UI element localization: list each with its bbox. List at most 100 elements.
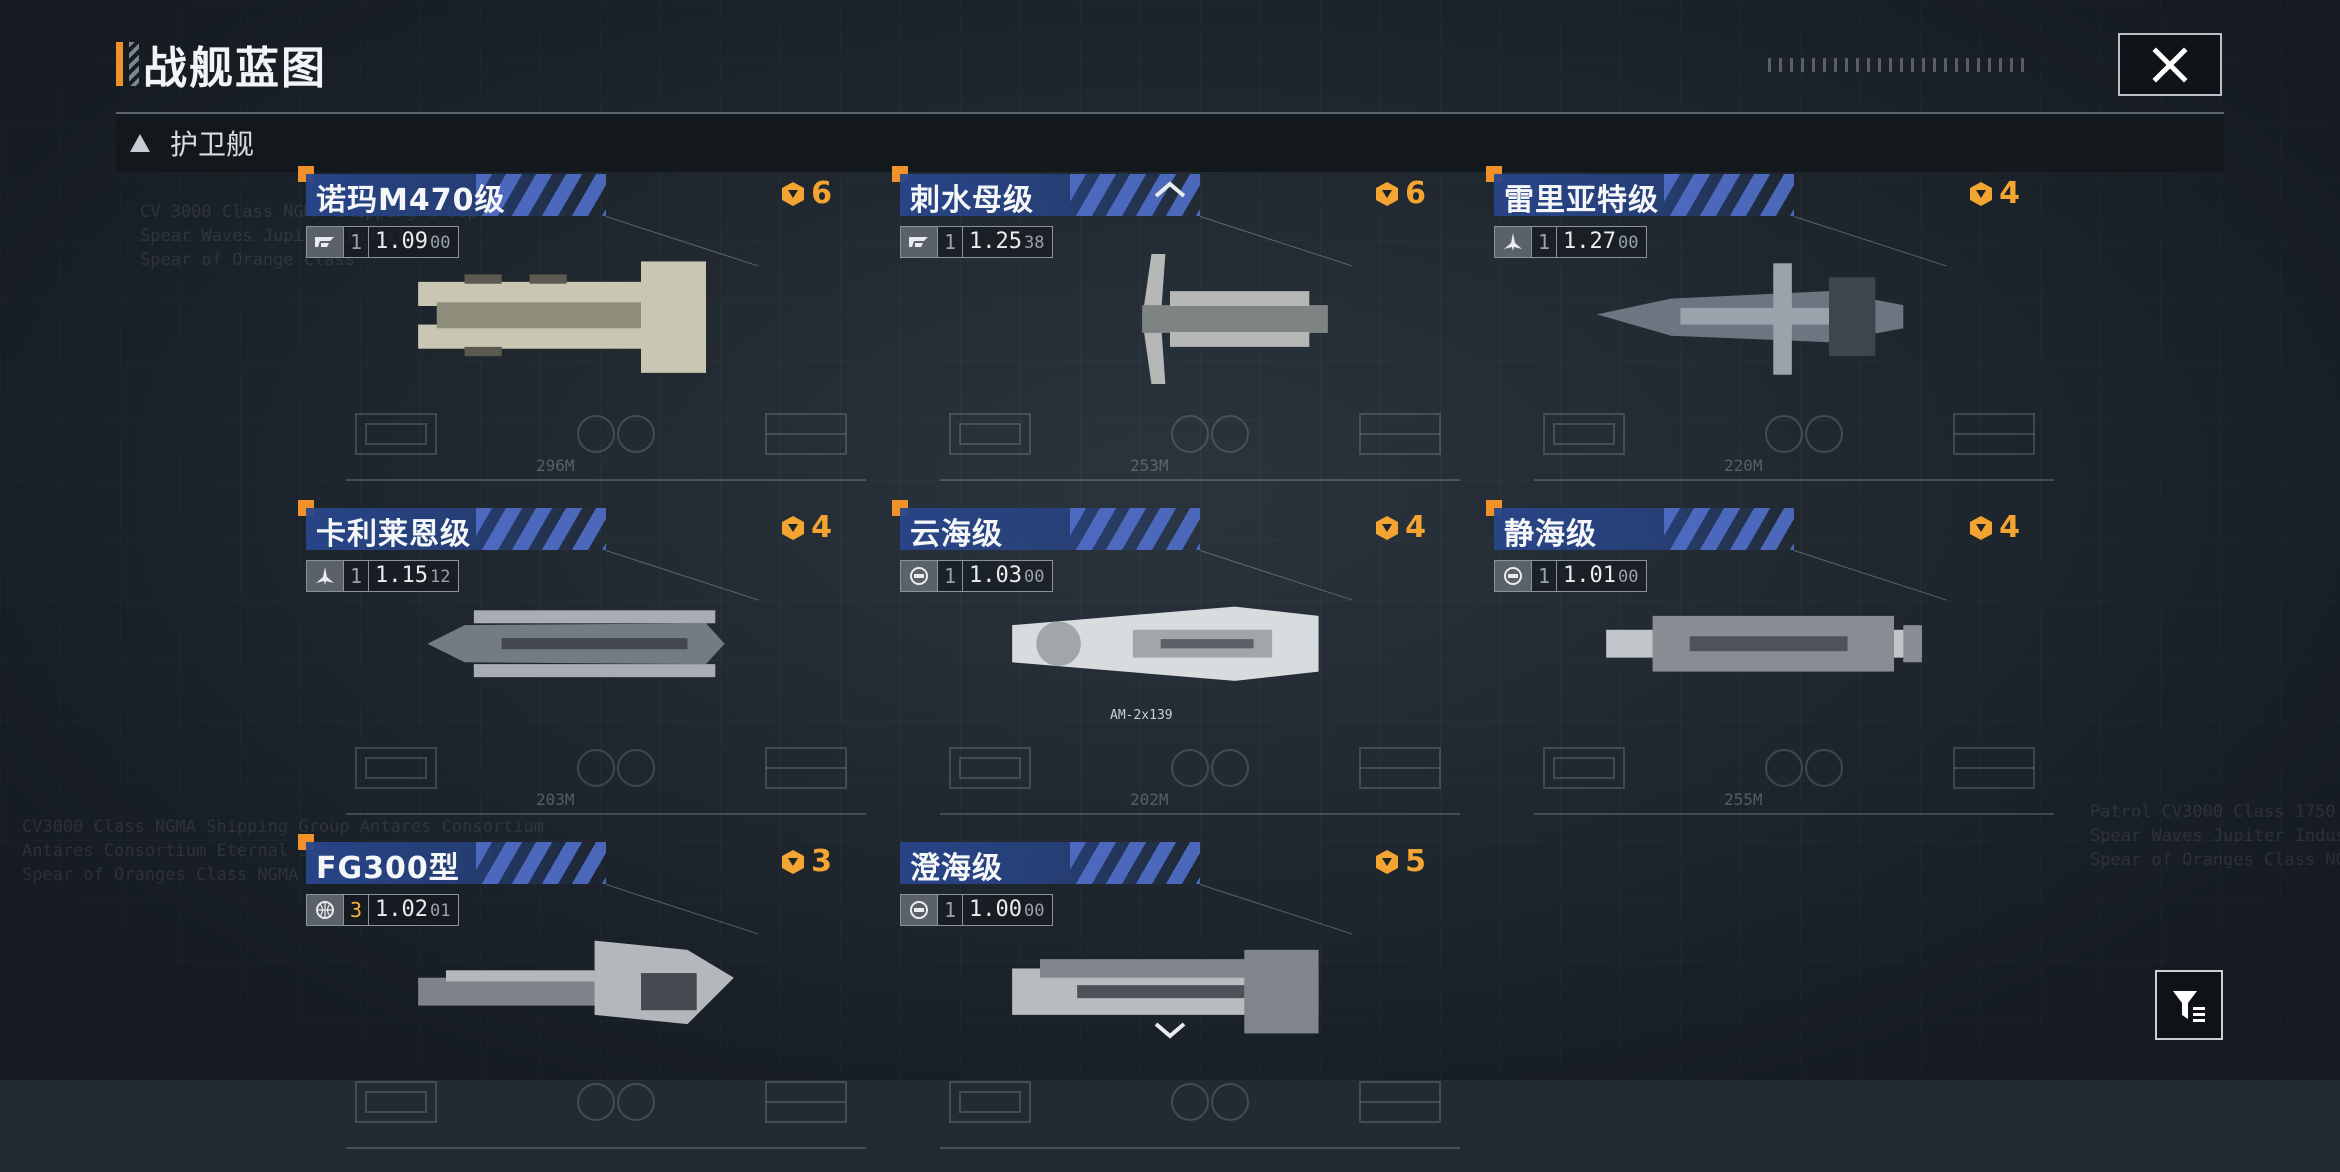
filter-button[interactable]: [2155, 970, 2223, 1040]
ship-name: 刺水母级: [910, 183, 1034, 218]
cost-coin-icon: [1376, 849, 1399, 874]
ship-card[interactable]: 澄海级 5 1 1.00 00: [900, 842, 1460, 1172]
ship-role-icon: [901, 227, 937, 257]
category-header-frigate[interactable]: 护卫舰: [116, 112, 2224, 172]
ship-level: 1: [937, 561, 963, 591]
version-major: 1.02: [375, 897, 428, 922]
ship-name-bar: [900, 174, 1200, 216]
blueprint-sketch: [949, 413, 1441, 455]
ship-card[interactable]: 雷里亚特级 4 1 1.27 00 220M: [1486, 166, 2054, 504]
ship-version: 1.03 00: [963, 561, 1052, 591]
version-major: 1.27: [1563, 229, 1616, 254]
ship-version: 1.00 00: [963, 895, 1052, 925]
ship-card[interactable]: 云海级 4 1 1.03 00 202M AM-2x139: [892, 500, 1460, 838]
ship-level: 1: [343, 561, 369, 591]
ship-image: [1012, 949, 1319, 1034]
ship-version: 1.09 00: [369, 227, 458, 257]
blueprint-baseline: [1534, 813, 2054, 815]
ship-name-bar: [1494, 508, 1794, 550]
blueprint-baseline: [346, 1147, 866, 1149]
decor-dots: [1768, 58, 2028, 72]
ship-length: 253M: [1130, 456, 1169, 475]
blueprint-baseline: [346, 479, 866, 481]
cost-value: 3: [811, 844, 832, 879]
ship-name: FG300型: [316, 851, 460, 886]
ship-name: 雷里亚特级: [1504, 183, 1659, 218]
ship-card[interactable]: 静海级 4 1 1.01 00 255M: [1486, 500, 2054, 838]
background-decor-text: Patrol CV3000 Class 1750 Class Spear Wav…: [2090, 802, 2340, 870]
cost-coin-icon: [782, 849, 805, 874]
ship-name: 澄海级: [910, 851, 1003, 886]
cost-value: 4: [811, 510, 832, 545]
cost-coin-icon: [1376, 515, 1399, 540]
ship-level: 3: [343, 895, 369, 925]
ship-level: 1: [937, 895, 963, 925]
ship-card[interactable]: FG300型 3 3 1.02 01: [298, 834, 866, 1172]
version-minor: 00: [1023, 567, 1045, 587]
ship-role-icon: [307, 227, 343, 257]
ship-image: [1142, 254, 1328, 384]
title-area: 战舰蓝图: [116, 38, 327, 94]
ship-stats: 1 1.00 00: [900, 894, 1054, 926]
blueprint-baseline: [1534, 479, 2054, 481]
cost-coin-icon: [1970, 181, 1993, 206]
ship-cost: 4: [1967, 176, 2020, 211]
page-title: 战舰蓝图: [143, 43, 327, 94]
version-major: 1.03: [969, 563, 1022, 588]
ship-card[interactable]: 卡利莱恩级 4 1 1.15 12 203M: [298, 500, 866, 838]
ship-cost: 5: [1373, 844, 1426, 879]
ship-card[interactable]: 刺水母级 6 1 1.25 38 253M: [892, 166, 1460, 504]
ship-version: 1.01 00: [1557, 561, 1646, 591]
version-major: 1.09: [375, 229, 428, 254]
close-button[interactable]: [2118, 33, 2222, 96]
blueprint-sketch: [355, 1081, 847, 1123]
cost-value: 5: [1405, 844, 1426, 879]
ship-name: 诺玛M470级: [316, 183, 506, 218]
ship-cost: 6: [779, 176, 832, 211]
ship-name: 云海级: [910, 517, 1003, 552]
ship-level: 1: [343, 227, 369, 257]
ship-role-icon: [307, 895, 343, 925]
ship-cost: 4: [1373, 510, 1426, 545]
blueprint-baseline: [940, 479, 1460, 481]
ship-cost: 6: [1373, 176, 1426, 211]
version-major: 1.01: [1563, 563, 1616, 588]
version-major: 1.25: [969, 229, 1022, 254]
chevron-down-icon[interactable]: [1150, 1018, 1190, 1042]
ship-role-icon: [1495, 227, 1531, 257]
blueprint-baseline: [346, 813, 866, 815]
ship-image: [1606, 615, 1922, 672]
ship-stats: 1 1.01 00: [1494, 560, 1648, 592]
ship-cost: 4: [779, 510, 832, 545]
blueprint-baseline: [940, 1147, 1460, 1149]
cost-value: 4: [1999, 510, 2020, 545]
ship-level: 1: [937, 227, 963, 257]
title-stripe: [129, 42, 139, 86]
ship-name-bar: [900, 508, 1200, 550]
ship-image: [1596, 263, 1904, 375]
ship-stats: 1 1.15 12: [306, 560, 460, 592]
ship-name: 静海级: [1504, 517, 1597, 552]
version-minor: 12: [429, 567, 451, 587]
collapse-triangle-icon: [130, 134, 150, 152]
ship-image: [418, 940, 734, 1025]
ship-stats: 1 1.09 00: [306, 226, 460, 258]
blueprint-sketch: [1543, 747, 2035, 789]
cost-value: 6: [1405, 176, 1426, 211]
chevron-up-icon[interactable]: [1150, 176, 1190, 200]
cost-coin-icon: [782, 515, 805, 540]
cost-coin-icon: [782, 181, 805, 206]
close-icon: [2152, 46, 2188, 83]
ship-length: 296M: [536, 456, 575, 475]
blueprint-sketch: [949, 747, 1441, 789]
cost-coin-icon: [1970, 515, 1993, 540]
blueprint-sketch: [355, 413, 847, 455]
ship-stats: 1 1.03 00: [900, 560, 1054, 592]
ship-card[interactable]: 诺玛M470级 6 1 1.09 00 296M: [298, 166, 866, 504]
ship-name-bar: [306, 508, 606, 550]
ship-role-icon: [901, 895, 937, 925]
ship-level: 1: [1531, 227, 1557, 257]
title-accent: [116, 42, 123, 86]
ship-cost: 4: [1967, 510, 2020, 545]
version-minor: 00: [429, 233, 451, 253]
